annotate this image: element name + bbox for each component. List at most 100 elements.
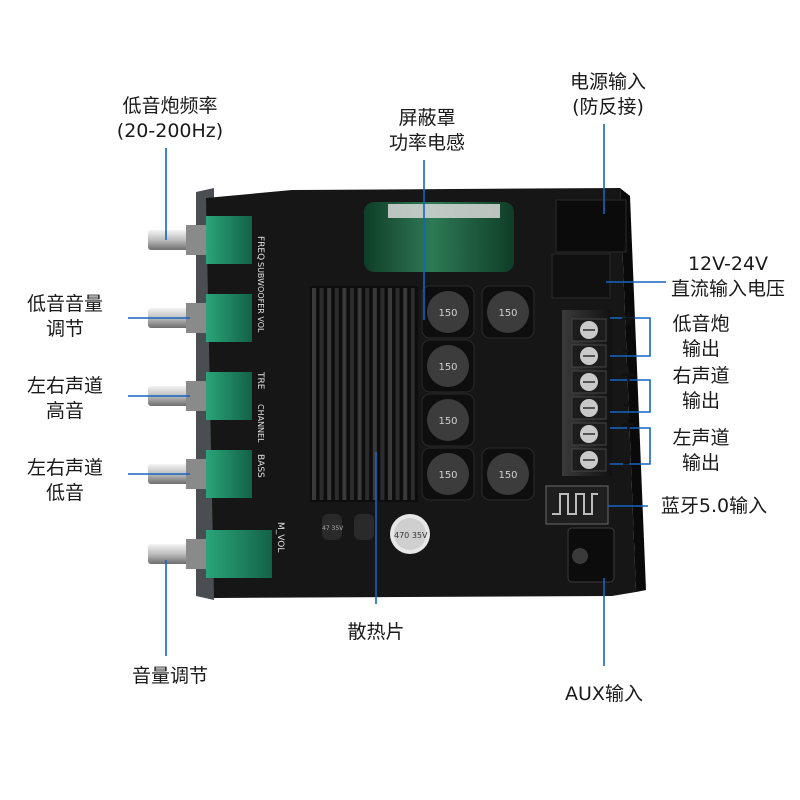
label-left-output-line1: 左声道: [672, 427, 730, 449]
label-subwoofer-freq-line1: 低音炮频率: [122, 95, 218, 117]
sign-sub-plus: +: [620, 306, 637, 330]
pot-nut: [186, 459, 208, 489]
label-sub-output: 低音炮 输出: [658, 312, 744, 362]
sign-right-minus: -: [622, 392, 631, 416]
label-treble-line2: 高音: [45, 400, 84, 422]
pot-body: [206, 530, 272, 578]
callout-left-output: [610, 427, 651, 465]
label-dc-voltage-line2: 直流输入电压: [670, 278, 785, 300]
sign-left-plus: +: [620, 412, 637, 436]
callout-right-output: [610, 379, 651, 413]
pcb-right-edge: [620, 188, 646, 592]
screw-terminals: [562, 310, 612, 476]
heatsink-base: [310, 286, 418, 502]
small-cap-marking: 47 35V: [322, 525, 344, 532]
inductor-marking: 150: [438, 362, 457, 373]
heatsink: [310, 286, 418, 502]
heatsink-fin: [350, 288, 354, 500]
label-bass-volume: 低音音量 调节: [10, 292, 120, 342]
bluetooth-antenna: [552, 493, 598, 515]
inductor-core: [427, 453, 469, 495]
label-volume-line1: 音量调节: [131, 665, 208, 687]
pot-shaft: [148, 230, 190, 250]
label-heatsink-line1: 散热片: [347, 621, 405, 643]
heatsink-fin: [372, 288, 377, 500]
label-power-input: 电源输入 (防反接): [548, 70, 668, 120]
pot-body: [206, 294, 252, 342]
label-treble-line1: 左右声道: [26, 375, 103, 397]
heatsink-fin: [403, 288, 408, 500]
pot-nut: [186, 303, 208, 333]
heatsink-fin: [365, 288, 370, 500]
label-sub-output-line2: 输出: [681, 338, 720, 360]
label-right-output-line2: 输出: [681, 390, 720, 412]
inductor-marking: 150: [438, 416, 457, 427]
pot-body: [206, 216, 252, 264]
silk-tre: TRE: [255, 371, 265, 390]
silk-channel: CHANNEL: [256, 404, 265, 443]
label-heatsink: 散热片: [334, 620, 418, 645]
heatsink-fin: [342, 288, 347, 500]
label-inductor-line2: 功率电感: [388, 132, 465, 154]
label-dc-voltage: 12V-24V 直流输入电压: [662, 252, 794, 302]
label-bass-volume-line2: 调节: [45, 318, 84, 340]
label-power-input-line1: 电源输入: [569, 71, 646, 93]
sign-right-plus: +: [620, 362, 637, 386]
pot-shaft: [148, 544, 190, 564]
label-subwoofer-freq-line2: (20-200Hz): [116, 120, 224, 142]
heatsink-fin: [395, 288, 400, 500]
pot-nut: [186, 539, 208, 569]
silk-m-vol: M_VOL: [275, 522, 285, 552]
label-right-output-line1: 右声道: [672, 365, 730, 387]
inductor-marking: 150: [438, 308, 457, 319]
label-inductor: 屏蔽罩 功率电感: [372, 106, 482, 156]
potentiometers: [148, 216, 272, 578]
label-aux-line1: AUX输入: [565, 683, 643, 705]
label-right-output: 右声道 输出: [658, 364, 744, 414]
heatsink-fin: [334, 288, 339, 500]
label-bass: 左右声道 低音: [10, 456, 120, 506]
inductor-marking: 150: [498, 470, 517, 481]
sign-left-minus: -: [622, 450, 631, 474]
label-bluetooth: 蓝牙5.0输入: [652, 494, 776, 519]
label-subwoofer-freq: 低音炮频率 (20-200Hz): [100, 94, 240, 144]
dc-jack-mount: [551, 253, 611, 299]
label-treble: 左右声道 高音: [10, 374, 120, 424]
silk-subwoofer-vol: SUBWOOFER VOL: [256, 262, 265, 333]
main-capacitor: [364, 202, 514, 272]
inductor-marking: 150: [438, 470, 457, 481]
inductor-core: [427, 399, 469, 441]
callout-lines: [128, 124, 666, 666]
label-dc-voltage-line1: 12V-24V: [687, 253, 769, 275]
label-volume: 音量调节: [110, 664, 230, 689]
inductor-core: [427, 345, 469, 387]
pot-body: [206, 450, 252, 498]
aux-jack-hole: [572, 548, 588, 564]
label-bluetooth-line1: 蓝牙5.0输入: [660, 495, 768, 517]
big-cap-marking: 470 35V: [394, 531, 428, 540]
label-inductor-line1: 屏蔽罩: [398, 107, 456, 129]
label-bass-line1: 左右声道: [26, 457, 103, 479]
label-bass-line2: 低音: [45, 482, 84, 504]
heatsink-fin: [388, 288, 392, 500]
sign-sub-minus: -: [622, 338, 631, 362]
heatsink-fin: [410, 288, 415, 500]
inductor-core: [427, 291, 469, 333]
label-aux: AUX输入: [554, 682, 654, 707]
heatsink-fin: [319, 288, 324, 500]
inductor-core: [487, 291, 529, 333]
label-left-output: 左声道 输出: [658, 426, 744, 476]
label-power-input-line2: (防反接): [572, 96, 644, 118]
dc-jack: [555, 199, 627, 253]
inductor-core: [487, 453, 529, 495]
label-left-output-line2: 输出: [681, 452, 720, 474]
heatsink-fin: [327, 288, 332, 500]
silk-freq: FREQ: [255, 236, 265, 260]
heatsink-fin: [312, 288, 316, 500]
label-sub-output-line1: 低音炮: [672, 313, 730, 335]
pot-nut: [186, 381, 208, 411]
heatsink-fin: [380, 288, 385, 500]
pot-body: [206, 372, 252, 420]
aux-jack: [567, 527, 615, 583]
